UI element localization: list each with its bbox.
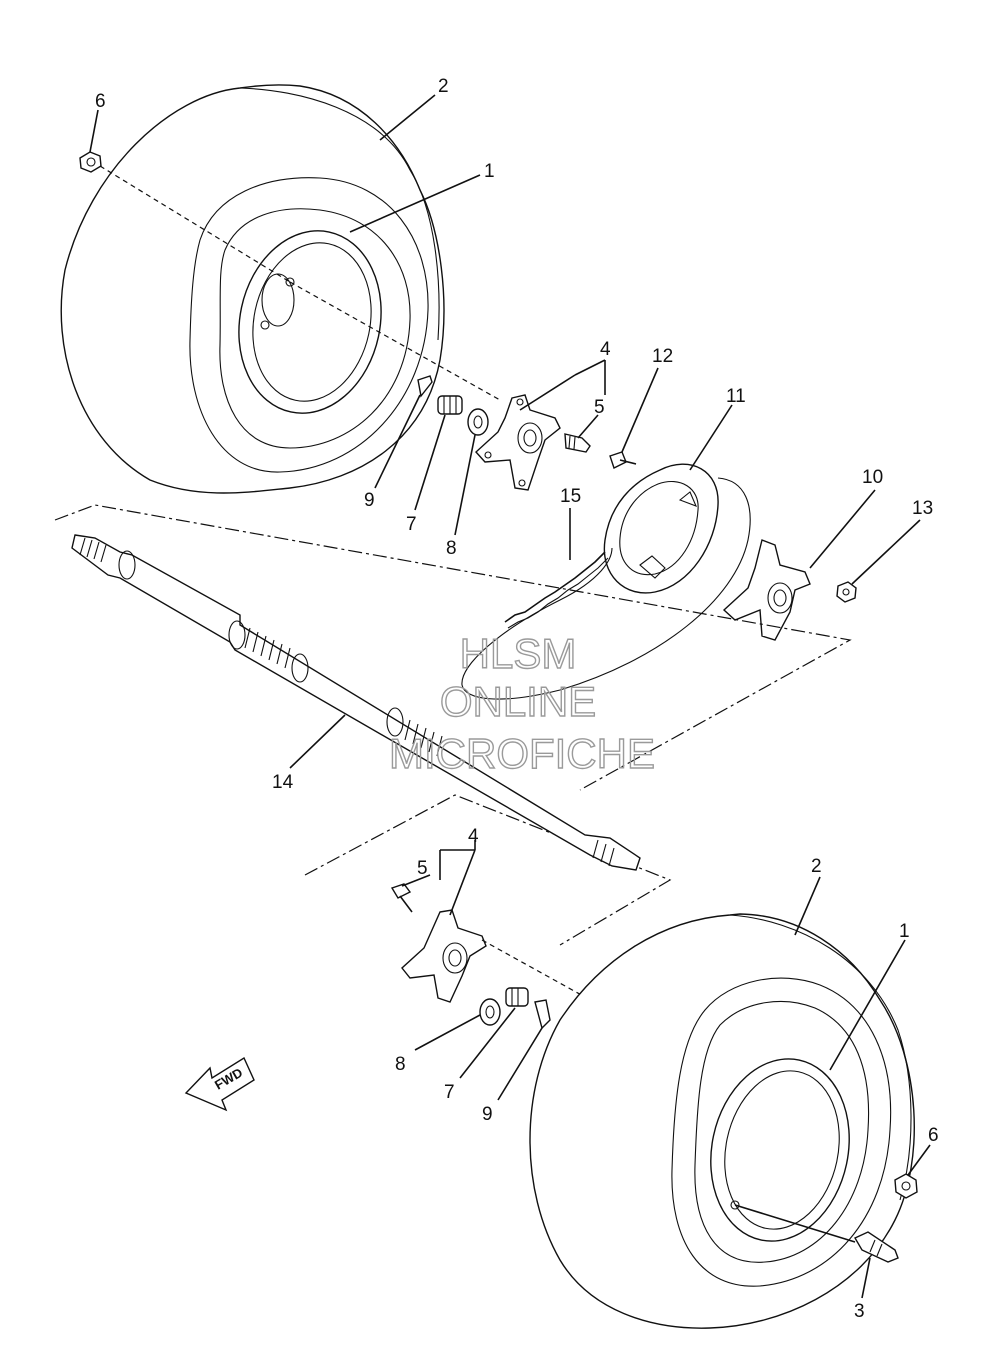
nut-13-part <box>836 581 857 603</box>
upper-washer <box>467 408 489 436</box>
upper-hub <box>475 394 561 491</box>
drive-chain <box>461 477 751 700</box>
sprocket-group <box>461 451 857 700</box>
callout-tire-lower: 2 <box>811 856 822 877</box>
upper-wheel-bolt-hole <box>285 277 295 287</box>
callout-washer-upper: 8 <box>446 538 457 559</box>
upper-cotter-pin <box>417 375 433 398</box>
upper-nut-part <box>79 151 102 173</box>
lower-washer <box>479 998 501 1026</box>
fwd-arrow-icon: FWD <box>184 1056 255 1112</box>
callout-wheel-lower: 1 <box>899 921 910 942</box>
lower-tire-sidewall-inner <box>694 1000 870 1263</box>
lower-nut-part <box>894 1173 918 1199</box>
callout-hub-lower: 4 <box>468 826 479 847</box>
upper-tire-tread-edge <box>239 87 440 341</box>
callout-tire-upper: 2 <box>438 76 449 97</box>
callout-sprocket-hub: 10 <box>862 467 883 488</box>
callout-valve: 3 <box>854 1301 865 1322</box>
upper-tire-sidewall <box>189 177 429 473</box>
lower-tire-assembly <box>529 913 915 1329</box>
sprocket-hub <box>722 539 811 641</box>
callout-nut-lower: 6 <box>928 1125 939 1146</box>
callout-numbers: 6 2 1 4 5 12 11 10 13 15 9 7 8 14 4 5 2 … <box>95 76 939 1322</box>
lower-hub <box>401 909 487 1003</box>
callout-sprocket: 11 <box>726 386 746 407</box>
lower-tire-tread-edge <box>729 914 912 1201</box>
callout-nut-13: 13 <box>912 498 933 519</box>
callout-cotter-pin-lower: 9 <box>482 1104 493 1125</box>
lower-assembly-box <box>304 794 672 946</box>
upper-stud <box>564 433 591 453</box>
callout-axle: 14 <box>272 772 294 793</box>
callout-wheel-upper: 1 <box>484 161 495 182</box>
upper-wheel-rim-inner <box>252 242 372 402</box>
upper-wheel-bolt-hole <box>260 320 270 330</box>
callout-bolt: 12 <box>652 346 673 367</box>
upper-tire-sidewall-inner <box>219 208 411 449</box>
callout-stud-upper: 5 <box>594 397 605 418</box>
lower-wheel-rim-inner <box>724 1070 840 1230</box>
watermark: HLSM ONLINE MICROFICHE <box>388 629 655 777</box>
bolt-part <box>609 451 637 469</box>
upper-tire-assembly <box>60 84 445 494</box>
sprocket-part <box>603 463 719 594</box>
leader-lines <box>89 94 931 1299</box>
callout-castle-nut-lower: 7 <box>444 1082 455 1103</box>
callout-washer-lower: 8 <box>395 1054 406 1075</box>
watermark-line-3: MICROFICHE <box>389 730 655 777</box>
lower-wheel-rim <box>710 1058 850 1242</box>
valve-stem <box>854 1231 899 1263</box>
callout-nut-upper: 6 <box>95 91 106 112</box>
lower-castle-nut <box>505 987 529 1007</box>
upper-wheel-rim <box>238 230 382 414</box>
rear-axle <box>71 534 641 871</box>
upper-castle-nut <box>437 395 463 415</box>
lower-tire-sidewall <box>671 977 892 1287</box>
callout-hub-upper: 4 <box>600 339 611 360</box>
watermark-line-2: ONLINE <box>440 678 596 725</box>
callout-stud-lower: 5 <box>417 858 428 879</box>
watermark-line-1: HLSM <box>460 630 577 677</box>
lower-wheel-valve-hole <box>730 1200 740 1210</box>
lower-stud <box>390 883 413 913</box>
callout-castle-nut-upper: 7 <box>406 514 417 535</box>
drive-chain-links <box>504 551 606 623</box>
upper-assembly-box <box>54 504 852 791</box>
callout-cotter-pin-upper: 9 <box>364 490 375 511</box>
callout-chain: 15 <box>560 486 581 507</box>
lower-cotter-pin <box>534 999 551 1030</box>
